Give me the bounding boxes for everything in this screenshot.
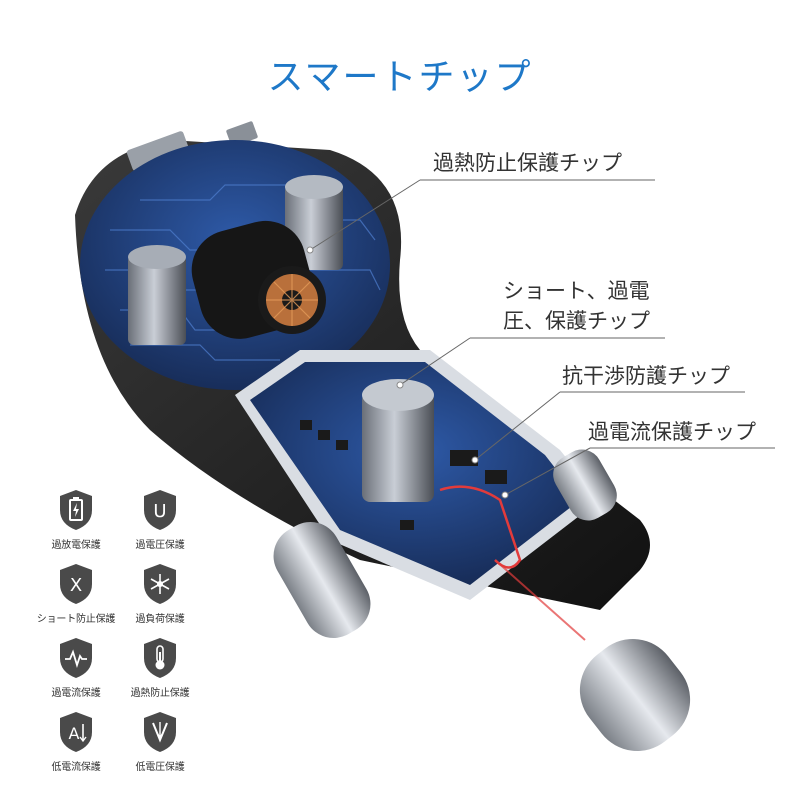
protection-label: 低電圧保護 xyxy=(135,762,185,773)
callout-leader-lines xyxy=(309,179,775,496)
capacitor-left xyxy=(128,245,186,345)
svg-text:X: X xyxy=(70,575,82,596)
protection-label: 過電流保護 xyxy=(51,688,101,699)
protection-label: 過放電保護 xyxy=(51,540,101,551)
callout-short-line1: ショート、過電 xyxy=(503,279,650,303)
protection-label: 過熱防止保護 xyxy=(130,688,190,699)
battery-icon xyxy=(60,490,92,530)
svg-text:U: U xyxy=(153,501,166,522)
thermometer-icon xyxy=(144,638,176,678)
callout-dots xyxy=(306,246,509,499)
protection-label: 過電圧保護 xyxy=(135,540,185,551)
callout-short-line2: 圧、保護チップ xyxy=(503,309,650,333)
letter-a-icon: A xyxy=(60,712,92,752)
protection-item: 過熱防止保護 xyxy=(120,636,200,699)
page-title: スマートチップ xyxy=(267,57,533,98)
protection-label: 過負荷保護 xyxy=(135,614,185,625)
callout-overcurrent-chip: 過電流保護チップ xyxy=(588,420,756,444)
letter-v-icon xyxy=(144,712,176,752)
protection-item: X ショート防止保護 xyxy=(36,562,116,625)
pulse-icon xyxy=(60,638,92,678)
capacitor-center xyxy=(362,379,434,502)
protection-item: A 低電流保護 xyxy=(36,710,116,773)
protection-item: U 過電圧保護 xyxy=(120,488,200,551)
letter-x-icon: X xyxy=(60,564,92,604)
callout-interference-chip: 抗干渉防護チップ xyxy=(562,364,730,388)
tip-contact xyxy=(579,639,691,751)
protection-label: ショート防止保護 xyxy=(36,614,116,625)
svg-text:A: A xyxy=(69,724,80,743)
protection-item: 低電圧保護 xyxy=(120,710,200,773)
letter-u-icon: U xyxy=(144,490,176,530)
callout-overheat-chip: 過熱防止保護チップ xyxy=(433,151,622,175)
protection-item: 過負荷保護 xyxy=(120,562,200,625)
inductor-coil xyxy=(191,220,326,339)
side-contact-left xyxy=(273,522,371,638)
callout-short-overvoltage-chip: ショート、過電 圧、保護チップ xyxy=(503,276,683,336)
protection-item: 過放電保護 xyxy=(36,488,116,551)
snowflake-icon xyxy=(144,564,176,604)
protection-item: 過電流保護 xyxy=(36,636,116,699)
side-contact-right xyxy=(553,449,617,521)
protection-label: 低電流保護 xyxy=(51,762,101,773)
